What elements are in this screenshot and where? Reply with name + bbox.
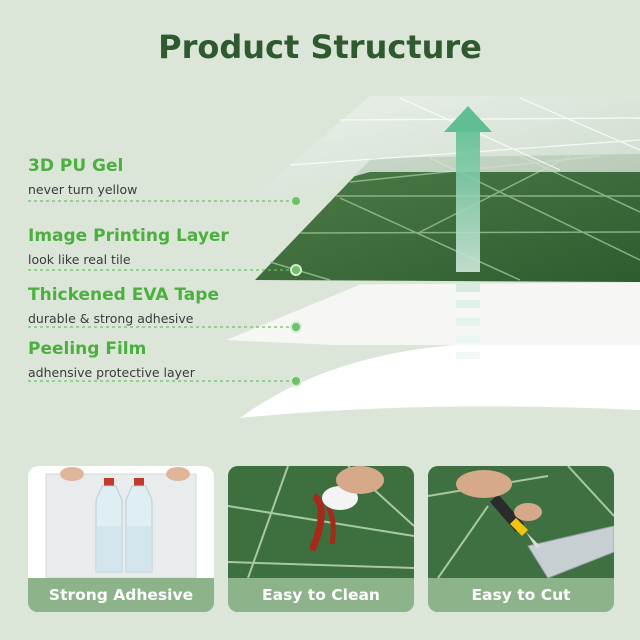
page-title: Product Structure (158, 28, 482, 66)
upward-arrow-icon (444, 106, 492, 359)
layer-label-eva-tape: Thickened EVA Tape durable & strong adhe… (28, 285, 219, 326)
layer-name: Image Printing Layer (28, 226, 229, 246)
eva-tape-layer (225, 282, 640, 345)
utility-knife-icon (490, 494, 540, 548)
feature-card-easy-to-clean: Easy to Clean (228, 466, 414, 612)
feature-card-easy-to-cut: Easy to Cut (428, 466, 614, 612)
feature-caption: Easy to Clean (228, 578, 414, 612)
easy-to-cut-photo (428, 466, 614, 578)
layer-label-pu-gel: 3D PU Gel never turn yellow (28, 156, 137, 197)
layer-description: durable & strong adhesive (28, 311, 194, 326)
layer-name: Peeling Film (28, 339, 147, 359)
easy-to-clean-photo (228, 466, 414, 578)
connector-lines (28, 200, 296, 382)
layer-label-image-printing: Image Printing Layer look like real tile (28, 226, 229, 267)
feature-caption: Strong Adhesive (28, 578, 214, 612)
connector-dots (290, 195, 302, 387)
layer-description: never turn yellow (28, 182, 138, 197)
layer-name: Thickened EVA Tape (28, 285, 219, 305)
strong-adhesive-photo (28, 466, 214, 578)
bottle-icon (95, 478, 123, 573)
layer-description: look like real tile (28, 252, 131, 267)
layer-description: adhensive protective layer (28, 365, 195, 380)
layer-label-peeling-film: Peeling Film adhensive protective layer (28, 339, 195, 380)
layer-name: 3D PU Gel (28, 156, 124, 176)
pu-gel-layer (240, 96, 640, 208)
feature-card-strong-adhesive: Strong Adhesive (28, 466, 214, 612)
feature-caption: Easy to Cut (428, 578, 614, 612)
peeling-film-layer (240, 340, 640, 418)
bottle-icon (125, 478, 153, 573)
